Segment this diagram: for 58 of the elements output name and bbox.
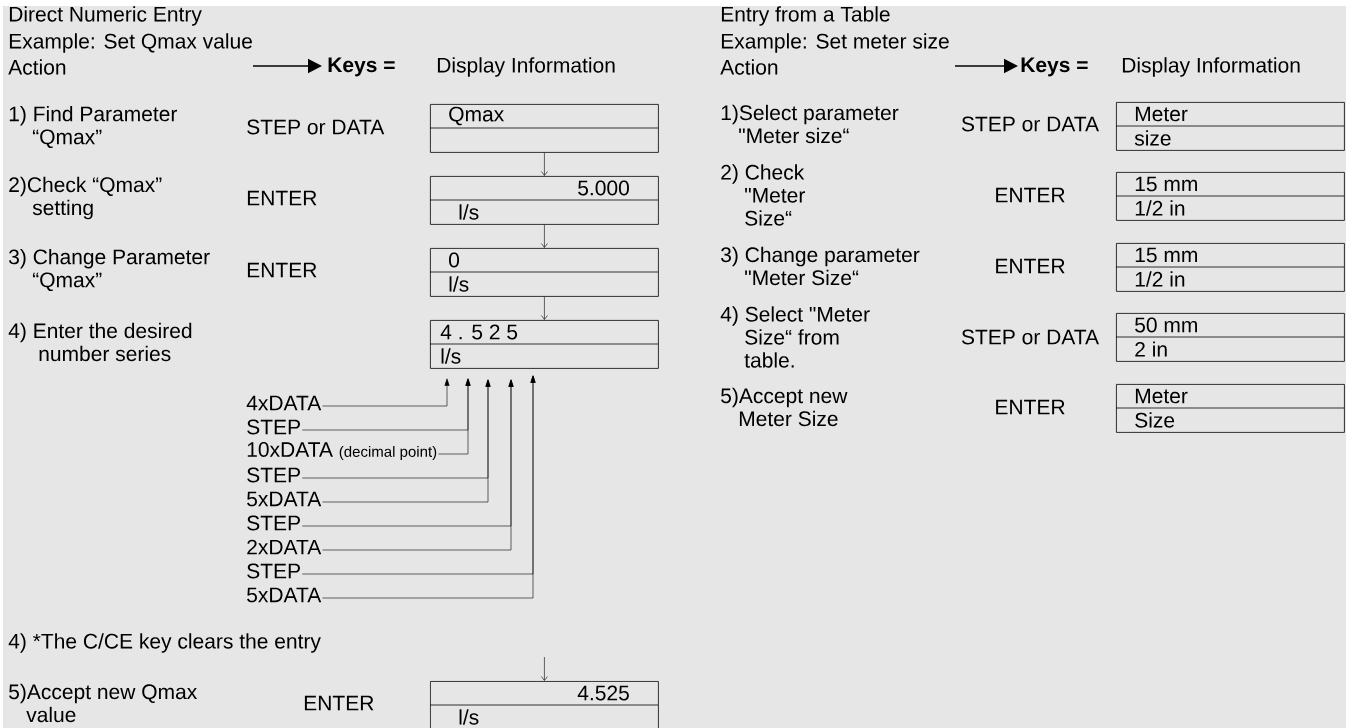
key-text: ENTER xyxy=(247,190,317,206)
key-text: STEP or DATA xyxy=(961,116,1099,132)
column-heading: Keys = xyxy=(328,57,395,77)
column-heading: Action xyxy=(720,59,778,75)
step-text: 1) Find Parameter “Qmax” xyxy=(9,105,178,149)
key-text: 2xDATA xyxy=(247,539,322,555)
key-text: STEP xyxy=(247,563,300,579)
leader-arrow xyxy=(322,378,450,407)
display-box: 4.525 l/s xyxy=(429,681,659,728)
note-text: 4) *The C/CE key clears the entry xyxy=(8,633,321,653)
key-text: ENTER xyxy=(996,399,1065,415)
step-text: 4) Select "Meter Size“ from table. xyxy=(720,306,870,368)
key-text: ENTER xyxy=(996,258,1065,274)
heading: Entry from a Table xyxy=(721,6,890,26)
key-text: 10xDATA (decimal point) xyxy=(247,442,437,460)
key-text: STEP xyxy=(247,467,300,483)
key-text: STEP xyxy=(247,419,300,435)
arrow xyxy=(541,224,548,248)
key-text: STEP or DATA xyxy=(247,119,385,135)
arrow xyxy=(541,152,548,176)
leader-arrow xyxy=(322,379,514,551)
display-box: 15 mm 1/2 in xyxy=(1115,243,1345,292)
leader-arrow xyxy=(322,375,536,599)
arrow xyxy=(541,296,548,320)
display-box: 4 . 5 2 5 l/s xyxy=(429,320,659,369)
key-text: ENTER xyxy=(247,262,317,278)
step-text: 5)Accept new Meter Size xyxy=(721,387,848,427)
step-text: 3) Change Parameter “Qmax” xyxy=(9,248,210,292)
key-text: 5xDATA xyxy=(247,587,322,603)
step-text: 1)Select parameter "Meter size“ xyxy=(721,104,899,144)
display-box: 50 mm 2 in xyxy=(1115,313,1345,362)
step-text: 4) Enter the desired number series xyxy=(8,322,192,362)
display-box: 15 mm 1/2 in xyxy=(1115,172,1345,221)
display-box: Meter Size xyxy=(1115,384,1345,433)
step-text: 5)Accept new Qmax value xyxy=(9,683,197,723)
column-heading: Keys = xyxy=(1021,57,1088,77)
step-text: 2)Check “Qmax” setting xyxy=(9,176,162,220)
example-text: Example: Set meter size xyxy=(721,33,949,53)
column-heading: Action xyxy=(8,59,66,75)
example-text: Example: Set Qmax value xyxy=(9,33,252,53)
display-box: 0 l/s xyxy=(429,248,659,297)
column-heading: Display Information xyxy=(1122,57,1300,77)
key-text: 5xDATA xyxy=(247,491,322,507)
column-heading: Display Information xyxy=(437,57,615,77)
heading: Direct Numeric Entry xyxy=(9,6,202,26)
display-box: Qmax xyxy=(429,104,659,153)
key-text: STEP xyxy=(247,515,300,531)
key-text: STEP or DATA xyxy=(961,329,1099,345)
display-box: Meter size xyxy=(1115,102,1345,151)
key-text: 4xDATA xyxy=(246,395,322,411)
step-text: 3) Change parameter "Meter Size“ xyxy=(721,246,920,286)
key-text: ENTER xyxy=(996,187,1065,203)
step-text: 2) Check "Meter Size“ xyxy=(721,164,805,226)
arrow xyxy=(541,656,548,681)
display-box: 5.000 l/s xyxy=(429,176,659,225)
leader-arrow xyxy=(322,379,491,503)
leader-arrow xyxy=(438,378,471,455)
key-text: ENTER xyxy=(304,695,374,711)
